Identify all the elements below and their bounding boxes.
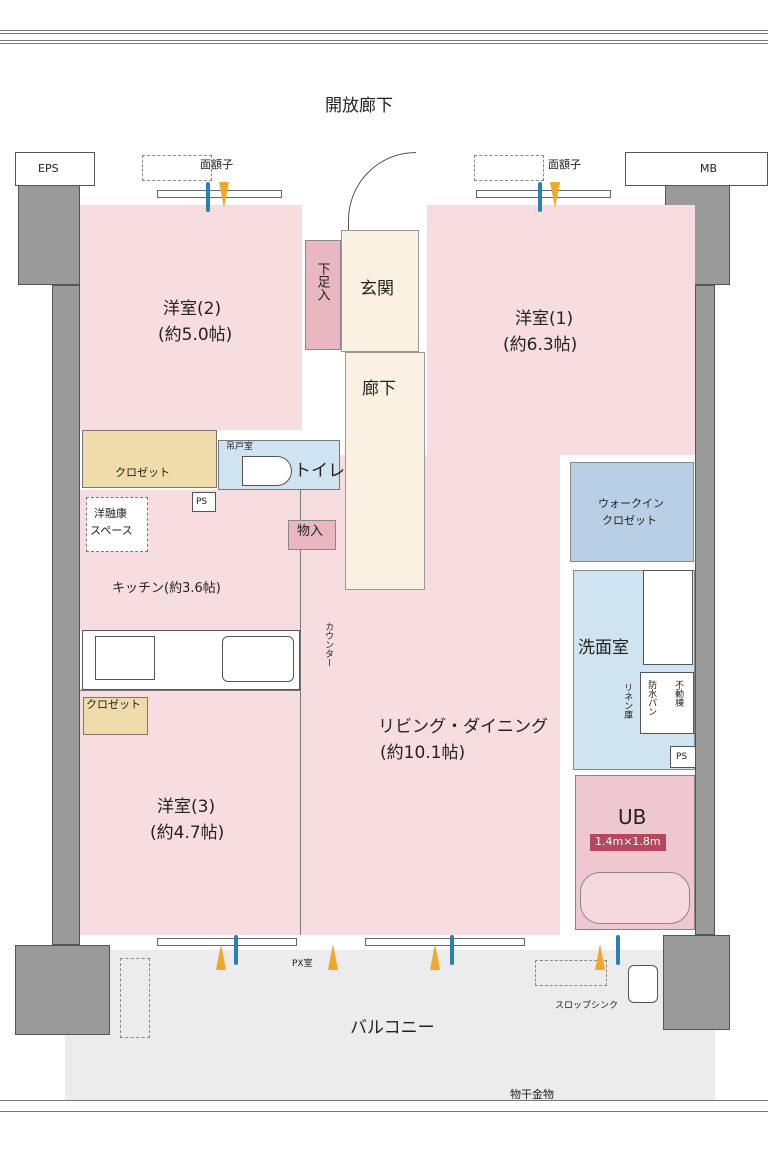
western-room-1-name: 洋室(1) [515, 309, 574, 329]
ldk-size: (約10.1帖) [380, 743, 466, 763]
sink [222, 636, 294, 682]
hallway [345, 352, 425, 590]
eps-label: EPS [38, 162, 59, 175]
closet-upper-label: クロゼット [115, 466, 170, 479]
entrance-label: 玄関 [360, 279, 394, 299]
warm-air-icon [595, 944, 605, 970]
western-room-3-size: (約4.7帖) [150, 823, 225, 843]
appliance-space-label-1: 洋融康 [94, 507, 127, 520]
appliance-space-label-2: スペース [90, 524, 133, 537]
cool-air-icon [234, 935, 238, 965]
warm-air-icon [430, 944, 440, 970]
evacuation-hatch [120, 958, 150, 1038]
storage [288, 520, 336, 550]
entrance [341, 230, 419, 352]
ldk-name: リビング・ダイニング [378, 717, 548, 737]
corridor-railing [0, 40, 768, 44]
warm-air-icon [550, 182, 560, 208]
washer-pan-label: 防水パン [646, 680, 657, 716]
shoe-cabinet-label: 下足入 [314, 262, 330, 301]
stove [95, 636, 155, 680]
vent-label: 面額子 [548, 158, 581, 171]
balcony-label: バルコニー [350, 1018, 435, 1038]
western-room-2-size: (約5.0帖) [158, 325, 233, 345]
cool-air-icon [206, 182, 210, 212]
column [18, 185, 80, 285]
western-room-1 [427, 205, 695, 455]
linen-label: リネン庫 [622, 683, 633, 719]
ps-label: PS [676, 752, 688, 762]
column [663, 935, 730, 1030]
hallway-label: 廊下 [362, 379, 396, 399]
exterior-wall [52, 285, 80, 945]
western-room-2-name: 洋室(2) [163, 299, 222, 319]
walk-in-closet [570, 462, 694, 562]
closet-lower [83, 697, 148, 735]
western-room-3-name: 洋室(3) [157, 797, 216, 817]
shoe-cabinet [305, 240, 341, 350]
column [15, 945, 110, 1035]
vent-hood [474, 155, 544, 181]
wic-label-2: クロゼット [602, 514, 657, 527]
cool-air-icon [616, 935, 620, 965]
ps-label: PS [196, 497, 208, 507]
hanger-label: 物干金物 [510, 1088, 554, 1101]
eps-box [15, 152, 95, 186]
corridor-railing [0, 30, 768, 34]
warm-air-icon [328, 944, 338, 970]
mb-label: MB [700, 162, 718, 175]
washer-pan [640, 672, 694, 734]
toilet-fixture [242, 456, 292, 486]
counter-label: カウンター [323, 622, 334, 667]
warm-air-icon [216, 944, 226, 970]
ub-label: UB [618, 805, 647, 829]
mb-box [625, 152, 768, 186]
corridor-label: 開放廊下 [325, 96, 393, 116]
closet-lower-label: クロゼット [86, 698, 141, 711]
cool-air-icon [538, 182, 542, 212]
cool-air-icon [450, 935, 454, 965]
vent-hood [142, 155, 212, 181]
window [157, 938, 297, 946]
closet-upper [82, 430, 217, 488]
slop-sink-label: スロップシンク [555, 1001, 619, 1011]
ub-size-badge: 1.4m×1.8m [590, 834, 666, 851]
ps-shaft [192, 492, 216, 512]
storage-label: 物入 [297, 524, 324, 539]
window [476, 190, 611, 198]
exterior-wall [695, 285, 715, 935]
balcony-railing [0, 1100, 768, 1112]
vent-label: 面額子 [200, 158, 233, 171]
living-dining [300, 455, 560, 935]
appliance-space [86, 497, 148, 552]
western-room-1-size: (約6.3帖) [503, 335, 578, 355]
warm-air-icon [219, 182, 229, 208]
slop-sink [628, 965, 658, 1003]
window [365, 938, 525, 946]
entrance-door [348, 152, 416, 230]
px-room-label: PX室 [292, 959, 313, 969]
western-room-2 [80, 205, 302, 430]
dryer-label: 不動棟 [673, 680, 684, 707]
wic-label-1: ウォークイン [598, 497, 664, 510]
toilet-note: 吊戸室 [226, 442, 254, 452]
bathtub [580, 872, 690, 924]
outdoor-unit-space [535, 960, 607, 986]
toilet-label: トイレ [294, 461, 345, 481]
kitchen-label: キッチン(約3.6帖) [112, 581, 221, 596]
washroom-label: 洗面室 [578, 638, 629, 658]
vanity [643, 570, 693, 665]
ps-shaft [670, 746, 696, 768]
